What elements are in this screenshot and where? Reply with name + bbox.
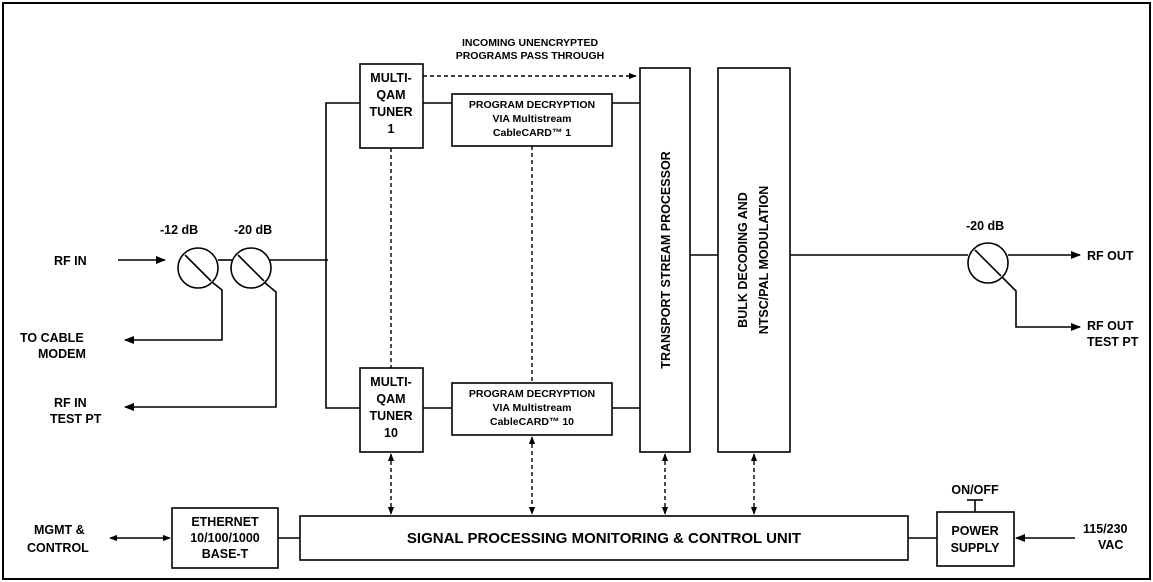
ethernet-line-3: BASE-T: [202, 547, 249, 561]
label-control: CONTROL: [27, 541, 89, 555]
label-test-pt: TEST PT: [50, 412, 102, 426]
power-supply-block: [936, 511, 1015, 567]
label-minus-20db-in: -20 dB: [234, 223, 272, 237]
tuner-10-line-2: QAM: [376, 392, 405, 406]
label-out-test-pt: TEST PT: [1087, 335, 1139, 349]
decrypt-10-line-3: CableCARD™ 10: [490, 416, 574, 428]
decrypt-10-block: [451, 382, 613, 436]
pass-through-line-1: INCOMING UNENCRYPTED: [462, 37, 599, 49]
signal-processing-label: SIGNAL PROCESSING MONITORING & CONTROL U…: [407, 530, 801, 547]
decrypt-1-line-2: VIA Multistream: [493, 113, 572, 125]
label-rf-out-2: RF OUT: [1087, 319, 1134, 333]
power-supply-line-1: POWER: [951, 524, 998, 538]
label-rf-in: RF IN: [54, 254, 87, 268]
rf-in-test-arrow: [124, 281, 277, 411]
tuner-10-line-1: MULTI-: [370, 375, 411, 389]
rf-out-test-arrow: [1001, 276, 1081, 331]
ethernet-line-1: ETHERNET: [191, 515, 259, 529]
label-mgmt: MGMT &: [34, 523, 85, 537]
decrypt-1-line-3: CableCARD™ 1: [493, 127, 571, 139]
ethernet-line-2: 10/100/1000: [190, 531, 260, 545]
tuner-10-block: [359, 367, 424, 453]
transport-stream-block: [639, 67, 691, 453]
to-cable-modem-arrow: [124, 281, 223, 344]
tuner-1-line-4: 1: [388, 122, 395, 136]
label-to-cable: TO CABLE: [20, 331, 84, 345]
decrypt-10-line-1: PROGRAM DECRYPTION: [469, 388, 595, 400]
decrypt-1-line-1: PROGRAM DECRYPTION: [469, 99, 595, 111]
bulk-decoding-block: [717, 67, 791, 453]
tuner-feed-bus: [325, 102, 360, 409]
tuner-1-line-2: QAM: [376, 88, 405, 102]
label-minus-20db-out: -20 dB: [966, 219, 1004, 233]
coupler-12db: [177, 247, 219, 289]
coupler-20db-out: [967, 242, 1009, 284]
label-rf-in-2: RF IN: [54, 396, 87, 410]
decrypt-10-line-2: VIA Multistream: [493, 402, 572, 414]
label-minus-12db: -12 dB: [160, 223, 198, 237]
coupler-20db-in: [230, 247, 272, 289]
label-vac-voltage: 115/230: [1083, 522, 1128, 536]
signal-processing-block: [299, 515, 909, 561]
label-rf-out: RF OUT: [1087, 249, 1134, 263]
power-supply-line-2: SUPPLY: [951, 541, 1001, 555]
tuner-1-block: [359, 63, 424, 149]
decrypt-1-block: [451, 93, 613, 147]
tuner-1-line-1: MULTI-: [370, 71, 411, 85]
label-vac: VAC: [1098, 538, 1123, 552]
transport-stream-label: TRANSPORT STREAM PROCESSOR: [659, 151, 673, 368]
tuner-10-line-3: TUNER: [369, 409, 412, 423]
bulk-label-line-1: BULK DECODING AND: [736, 192, 750, 328]
tuner-10-line-4: 10: [384, 426, 398, 440]
tuner-1-line-3: TUNER: [369, 105, 412, 119]
pass-through-line-2: PROGRAMS PASS THROUGH: [456, 50, 605, 62]
label-on-off: ON/OFF: [951, 483, 999, 497]
label-modem: MODEM: [38, 347, 86, 361]
bulk-label-line-2: NTSC/PAL MODULATION: [757, 186, 771, 335]
